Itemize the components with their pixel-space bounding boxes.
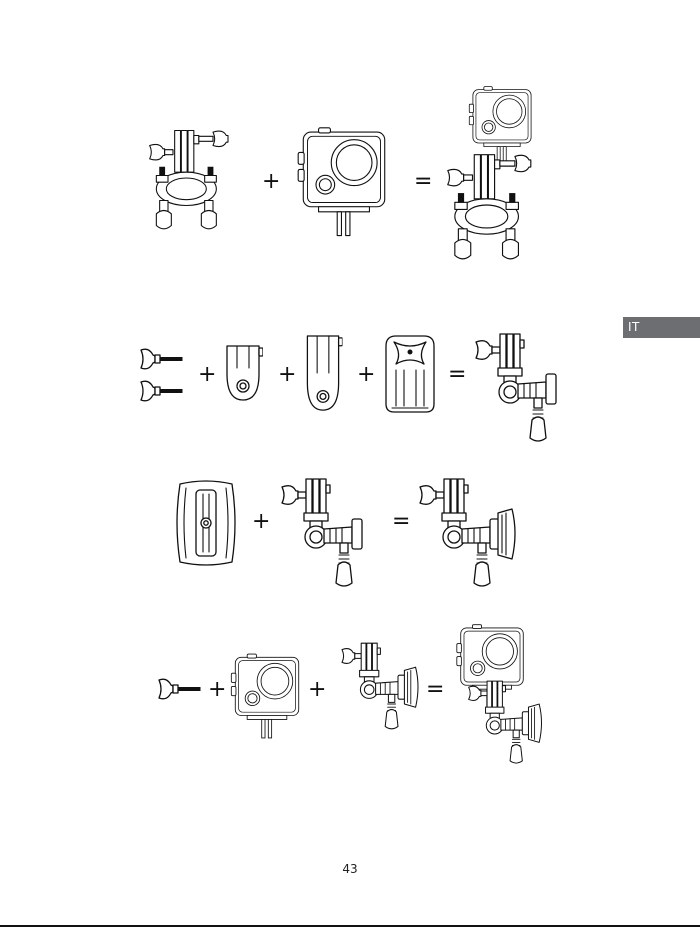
equals-sign: = [448,364,466,386]
assembled-pivot-arm-illustration [280,475,380,595]
long-pivot-arm-illustration [303,334,343,414]
thumb-screw-illustration [136,346,186,372]
plus-sign: + [262,171,280,193]
plus-sign: + [278,364,296,386]
plus-sign: + [252,511,270,533]
equals-sign: = [414,171,432,193]
thumb-screw-illustration [154,676,204,702]
language-tab: IT [623,317,700,338]
plus-sign: + [198,364,216,386]
equals-sign: = [426,679,444,701]
waterproof-housing-illustration [296,127,392,239]
curved-adhesive-mount-illustration [174,480,238,566]
thumb-screw-illustration [136,378,186,404]
equals-sign: = [392,511,410,533]
pivot-arm-on-adhesive-mount-illustration [340,640,424,736]
housing-on-adhesive-mount-illustration [450,624,554,770]
handlebar-mount-illustration [148,118,248,238]
assembled-pivot-arm-illustration [474,330,574,450]
plus-sign: + [208,679,226,701]
short-pivot-arm-illustration [222,344,264,404]
waterproof-housing-illustration [230,652,304,742]
buckle-mount-illustration [382,334,438,414]
pivot-arm-on-adhesive-mount-illustration [418,475,522,595]
plus-sign: + [308,679,326,701]
plus-sign: + [357,364,375,386]
page-number: 43 [0,862,700,876]
housing-on-handlebar-mount-illustration [440,86,558,266]
